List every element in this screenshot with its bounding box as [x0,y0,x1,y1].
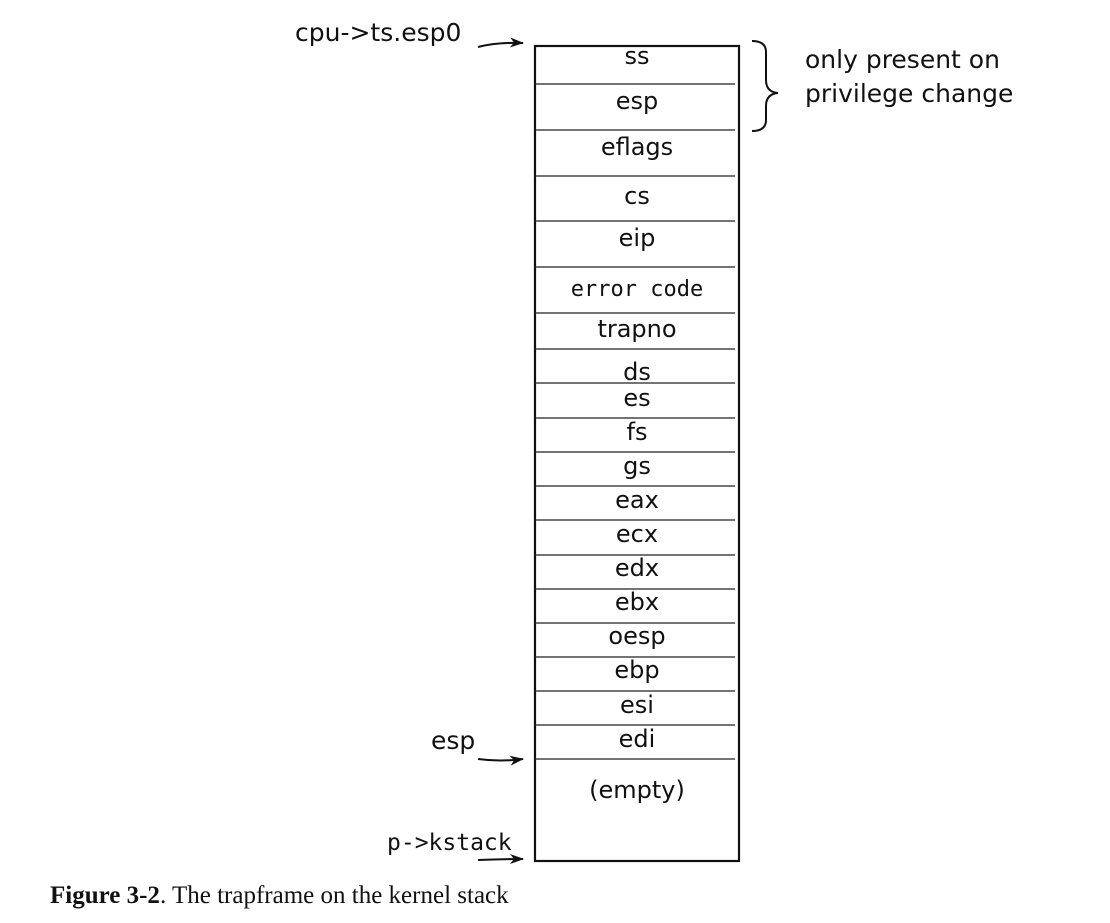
pointer-cpu-ts-esp0-arrow [477,37,524,48]
kernel-stack-box [533,44,741,863]
pointer-p-kstack-arrow [477,854,524,865]
privilege-change-note: only present on privilege change [805,45,1013,108]
stack-slot-label-ss: ss [624,42,649,70]
figure-caption-number: Figure 3-2 [50,882,160,909]
pointer-cpu-ts-esp0-label: cpu->ts.esp0 [295,18,461,47]
pointer-p-kstack: p->kstack [387,830,524,865]
stack-slot-label-esp: esp [616,87,659,115]
stack-slot-label-eflags: eflags [601,133,673,161]
stack-slot-label-oesp: oesp [608,622,665,650]
stack-slot-label-ds: ds [623,358,651,386]
stack-slot-label-edi: edi [619,725,656,753]
privilege-change-brace [751,40,779,132]
figure-caption: Figure 3-2. The trapframe on the kernel … [50,882,509,909]
stack-slot-label-ebp: ebp [614,656,659,684]
stack-slot-label-empty: (empty) [589,776,685,804]
stack-slot-label-error-code: error code [571,277,703,302]
stack-slot-label-gs: gs [623,452,651,480]
stack-slot-label-esi: esi [620,691,654,719]
stack-slot-label-eip: eip [619,224,656,252]
pointer-esp-label: esp [431,726,475,755]
stack-slot-label-ecx: ecx [616,520,658,548]
stack-slot-label-fs: fs [627,418,648,446]
pointer-esp: esp [431,726,524,766]
stack-slot-label-edx: edx [615,554,659,582]
stack-slot-label-es: es [623,384,650,412]
stack-slot-label-cs: cs [624,182,650,210]
pointer-p-kstack-label: p->kstack [387,830,512,856]
stack-slot-label-ebx: ebx [615,588,659,616]
pointer-cpu-ts-esp0: cpu->ts.esp0 [295,18,524,48]
stack-slot-label-trapno: trapno [597,315,676,343]
pointer-esp-arrow [477,755,524,766]
stack-slot-dividers [535,83,735,760]
stack-slot-label-eax: eax [615,486,659,514]
privilege-note-line1: only present on [805,45,1000,74]
privilege-note-line2: privilege change [805,79,1013,108]
figure-caption-text: . The trapframe on the kernel stack [160,882,509,909]
